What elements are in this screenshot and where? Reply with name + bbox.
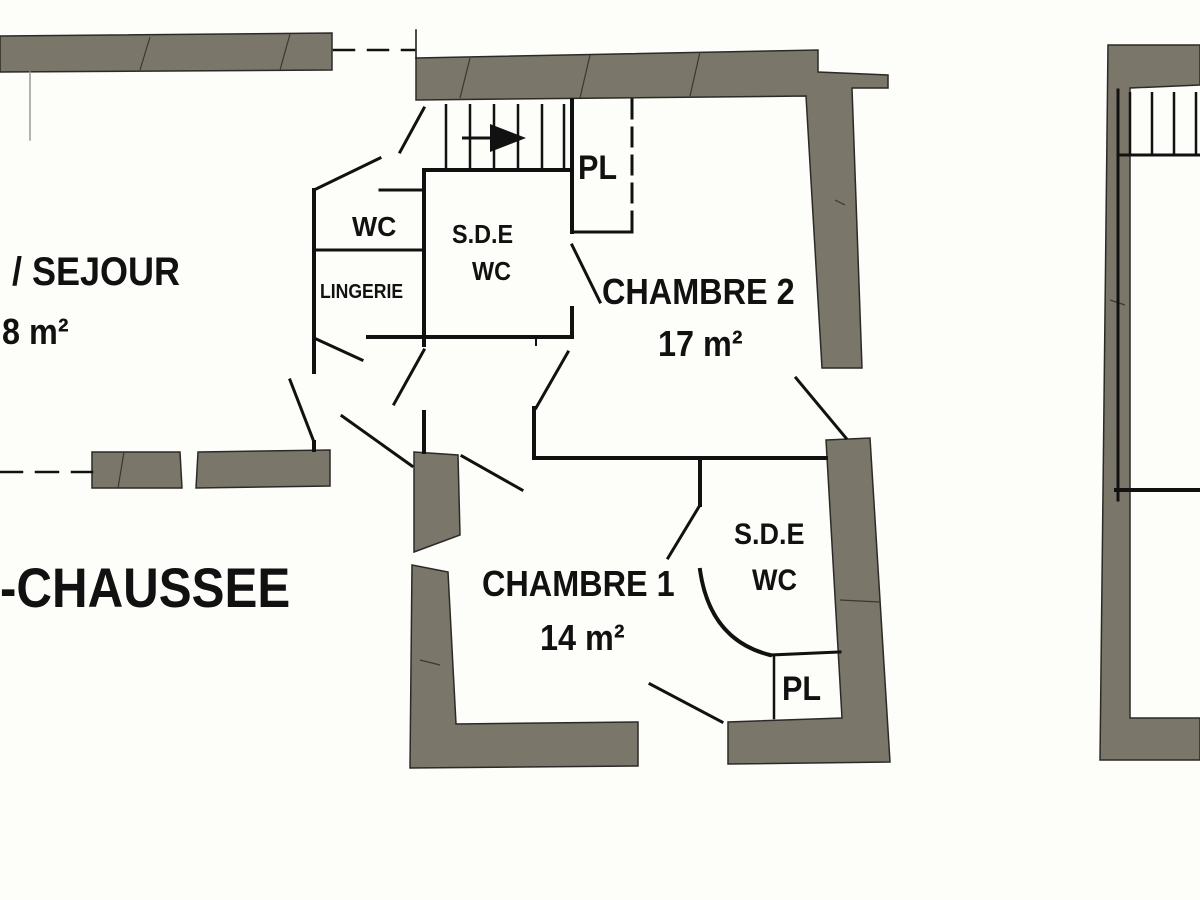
partitions <box>0 29 1200 725</box>
sde-top-sublabel: WC <box>472 256 511 286</box>
wall-top-left <box>0 32 333 73</box>
lingerie-label: LINGERIE <box>320 281 404 303</box>
wall-far-right <box>1099 44 1200 761</box>
wall-left-segment-2 <box>195 449 331 489</box>
sejour-label: / SEJOUR <box>12 250 181 294</box>
walls <box>0 32 1200 769</box>
wc-label: WC <box>352 211 397 242</box>
chambre1-label: CHAMBRE 1 <box>482 563 675 604</box>
wall-column <box>413 451 461 554</box>
wall-top-right <box>415 49 889 369</box>
wall-left-segment-1 <box>91 451 183 489</box>
pl-top-label: PL <box>578 149 618 187</box>
wall-right-corner <box>727 437 891 765</box>
sejour-area: 8 m² <box>2 311 69 352</box>
sde-bottom-sublabel: WC <box>752 564 797 597</box>
sde-top-label: S.D.E <box>452 219 514 249</box>
level-label: -CHAUSSEE <box>0 556 291 619</box>
chambre2-label: CHAMBRE 2 <box>602 271 795 312</box>
wall-chambre1-corner <box>409 564 639 769</box>
stair-arrow-icon <box>462 124 526 152</box>
chambre2-area: 17 m² <box>658 323 743 364</box>
pl-bottom-label: PL <box>782 670 822 708</box>
chambre1-area: 14 m² <box>540 617 625 658</box>
sde-bottom-label: S.D.E <box>734 518 805 551</box>
